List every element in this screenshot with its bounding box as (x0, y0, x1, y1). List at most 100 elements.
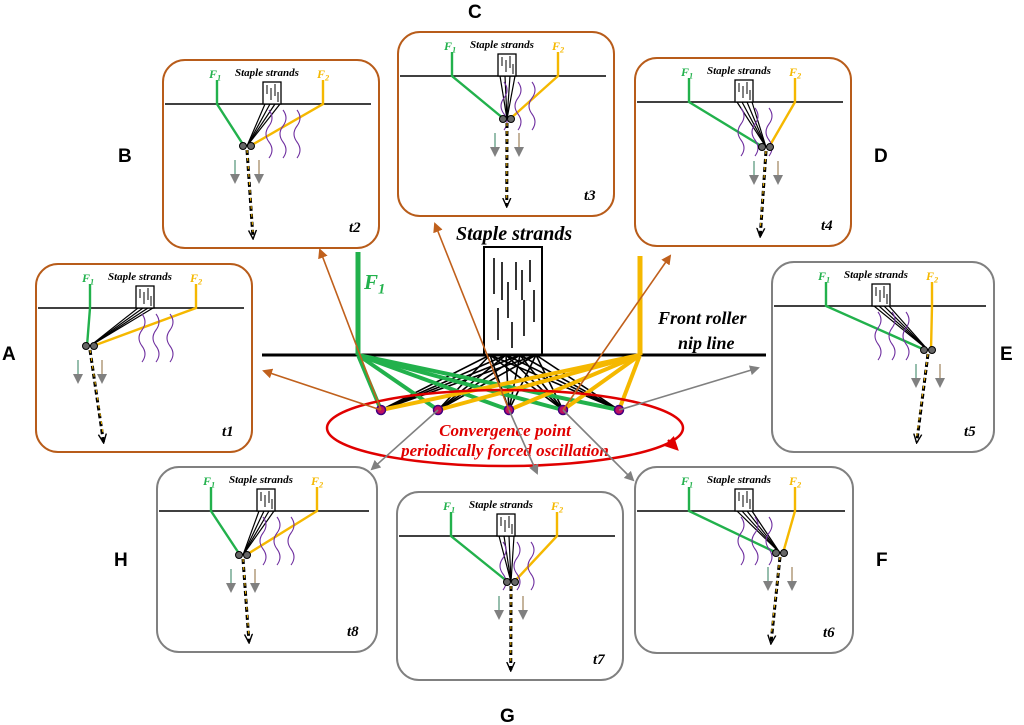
panel-c-f2-label: F2 (551, 39, 564, 55)
panel-d-time-label: t4 (821, 218, 833, 234)
panel-d-convergence-point (758, 143, 766, 151)
oscillation-ellipse (325, 388, 685, 468)
panel-g-fiber-line (508, 535, 512, 583)
panel-f-wavy-fiber (737, 516, 745, 566)
pointer-to-b (318, 248, 382, 411)
panel-letter-b: B (118, 146, 132, 167)
panel-e-f2-label: F2 (925, 269, 938, 285)
panel-h-wavy-fiber (259, 516, 267, 566)
panel-letter-f: F (876, 550, 888, 571)
panel-e-frame (771, 261, 995, 453)
panel-d-f1-label: F1 (680, 65, 693, 81)
panel-e-staple-label: Staple strands (844, 269, 908, 281)
panel-b-staple-label: Staple strands (235, 67, 299, 79)
nip-line-label-1: Front roller (657, 308, 748, 328)
panel-a-f2-strand (92, 284, 198, 348)
panel-f-fiber-line (741, 510, 781, 554)
panel-g-convergence-point (503, 578, 511, 586)
panel-c-convergence-point (507, 115, 515, 123)
panel-f-staple-label: Staple strands (707, 474, 771, 486)
panel-f-time-label: t6 (823, 625, 835, 641)
panel-g-fiber-line (510, 535, 515, 583)
panel-b-convergence-point (239, 142, 247, 150)
panel-f-yarn-twist (770, 556, 781, 638)
panel-e-convergence-point (920, 346, 928, 354)
panel-f-fiber-line (751, 510, 781, 554)
panel-b-f2-strand (249, 80, 325, 148)
panel-g-wavy-fiber (527, 541, 535, 591)
panel-h-fiber-line (242, 510, 275, 556)
main-fiber-line (535, 354, 564, 411)
panel-a-wavy-fiber (166, 313, 174, 363)
panel-b-f2-label: F2 (316, 67, 329, 83)
panel-g-fiber-line (498, 535, 512, 583)
panel-c-fiber-line (506, 75, 511, 120)
panel-h-f1-label: F1 (202, 474, 215, 490)
panel-a-wavy-fiber (152, 313, 160, 363)
panel-h-time-label: t8 (347, 624, 359, 640)
panel-d-yarn-twist (759, 150, 767, 231)
panel-h-wavy-fiber (287, 516, 295, 566)
panel-b-fiber-line (246, 103, 281, 147)
panel-e-wavy-fiber (888, 311, 896, 361)
panel-f-f1-label: F1 (680, 474, 693, 490)
panel-e-f1-strand (824, 282, 926, 352)
panel-a-wavy-fiber (138, 313, 146, 363)
panel-letter-g: G (500, 706, 515, 725)
panel-f-fiber-line (746, 510, 781, 554)
panel-g-fiber-line (503, 535, 512, 583)
panel-a-convergence-point (90, 342, 98, 350)
panel-g-f1-label: F1 (442, 499, 455, 515)
panel-c-fiber-line (506, 75, 516, 120)
panel-e-f1-label: F1 (817, 269, 830, 285)
pointer-to-e (618, 365, 760, 411)
panel-a-f1-label: F1 (81, 271, 94, 287)
panel-b-fiber-line (246, 103, 266, 147)
panel-h-f2-strand (245, 487, 319, 557)
panel-a-convergence-point (82, 342, 90, 350)
panel-b-f1-strand (215, 80, 246, 147)
main-f2-line (380, 353, 641, 412)
panel-b-f1-label: F1 (208, 67, 221, 83)
panel-f-fiber-line (736, 510, 781, 554)
panel-b-wavy-fiber (293, 109, 301, 159)
main-f2-line (617, 354, 642, 411)
panel-d-convergence-point (766, 143, 774, 151)
panel-g-f1-strand (449, 512, 509, 583)
panel-h-f2-label: F2 (310, 474, 323, 490)
panel-a-yarn-twist (89, 349, 104, 437)
panel-letter-a: A (2, 344, 16, 365)
panel-e-f2-strand (929, 282, 934, 351)
panel-d-wavy-fiber (751, 107, 759, 157)
main-fiber-line (380, 354, 521, 411)
pointer-arrows (262, 222, 760, 482)
convergence-label-2: periodically forced oscillation (399, 441, 609, 460)
panel-e-convergence-point (928, 346, 936, 354)
main-fiber-line (380, 354, 507, 411)
panel-h-staple-label: Staple strands (229, 474, 293, 486)
panel-a-time-label: t1 (222, 424, 234, 440)
panel-b-fiber-line (246, 103, 271, 147)
panel-c-convergence-point (499, 115, 507, 123)
panel-h-fiber-line (242, 510, 260, 556)
panel-c-f1-label: F1 (443, 39, 456, 55)
panel-letter-d: D (874, 146, 888, 167)
panel-b-wavy-fiber (279, 109, 287, 159)
convergence-label-1: Convergence point (439, 421, 572, 440)
panel-f-f1-strand (687, 487, 778, 555)
panel-c-wavy-fiber (528, 81, 536, 131)
pointer-to-d (562, 254, 672, 411)
oscillation-direction-arrow (663, 435, 679, 451)
panel-f-convergence-point (772, 549, 780, 557)
panel-h-wavy-fiber (273, 516, 281, 566)
panel-g-wavy-fiber (513, 541, 521, 591)
panel-c-staple-label: Staple strands (470, 39, 534, 51)
panel-d-fiber-line (746, 101, 767, 148)
panel-g-staple-label: Staple strands (469, 499, 533, 511)
